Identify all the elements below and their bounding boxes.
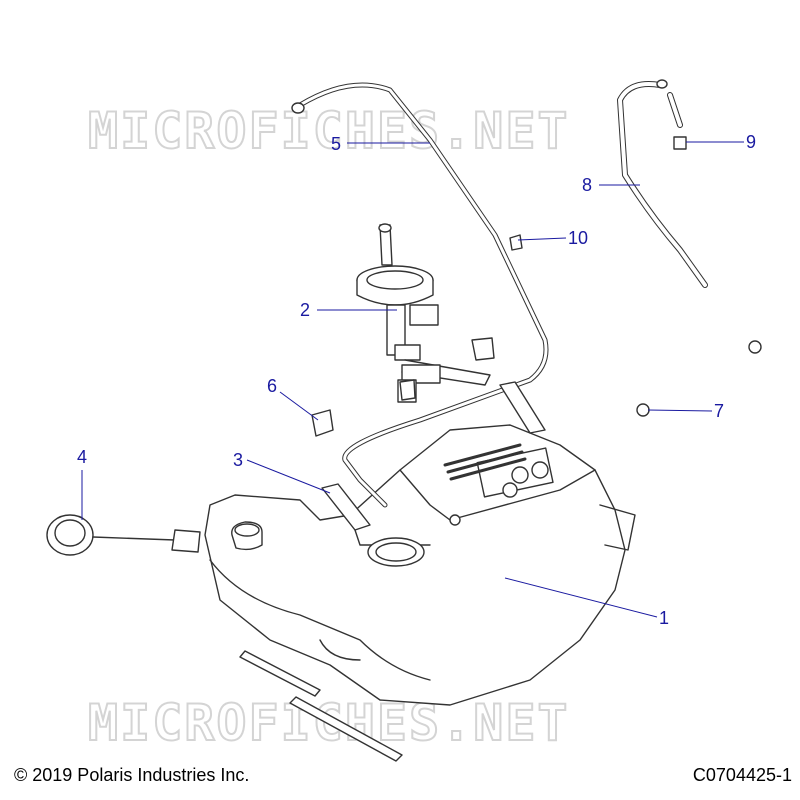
gasket-strip xyxy=(239,650,321,697)
callout-7: 7 xyxy=(714,401,725,421)
fuel-tank xyxy=(204,424,636,706)
gasket-strip xyxy=(289,696,403,762)
clip-part xyxy=(471,337,495,361)
leader-line-7 xyxy=(647,409,713,412)
clip-part xyxy=(399,379,416,401)
callout-8: 8 xyxy=(582,175,593,195)
hose-clamp xyxy=(748,340,762,354)
fuel-cap xyxy=(46,514,201,556)
leader-line-6 xyxy=(279,391,319,421)
clip-part xyxy=(311,409,334,437)
leader-line-1 xyxy=(504,577,658,618)
leader-line-3 xyxy=(246,459,331,494)
callout-1: 1 xyxy=(659,608,670,628)
watermark-top: MICROFICHES.NET xyxy=(88,102,570,160)
callout-3: 3 xyxy=(233,450,244,470)
gasket-strip xyxy=(321,483,371,531)
gasket-strip xyxy=(499,381,546,434)
fuel-pump xyxy=(356,223,491,403)
connector-part xyxy=(509,234,523,251)
callout-6: 6 xyxy=(267,376,278,396)
callout-9: 9 xyxy=(746,132,757,152)
vent-line xyxy=(617,79,708,288)
copyright-text: © 2019 Polaris Industries Inc. xyxy=(14,765,250,785)
hose-clamp xyxy=(636,403,650,417)
vent-hose xyxy=(291,82,549,508)
callout-10: 10 xyxy=(568,228,589,248)
leader-lines xyxy=(81,141,744,618)
diagram-code: C0704425-1 xyxy=(692,765,792,785)
leader-line-10 xyxy=(517,237,567,241)
callout-5: 5 xyxy=(331,134,342,154)
callout-4: 4 xyxy=(77,447,88,467)
callout-2: 2 xyxy=(300,300,311,320)
